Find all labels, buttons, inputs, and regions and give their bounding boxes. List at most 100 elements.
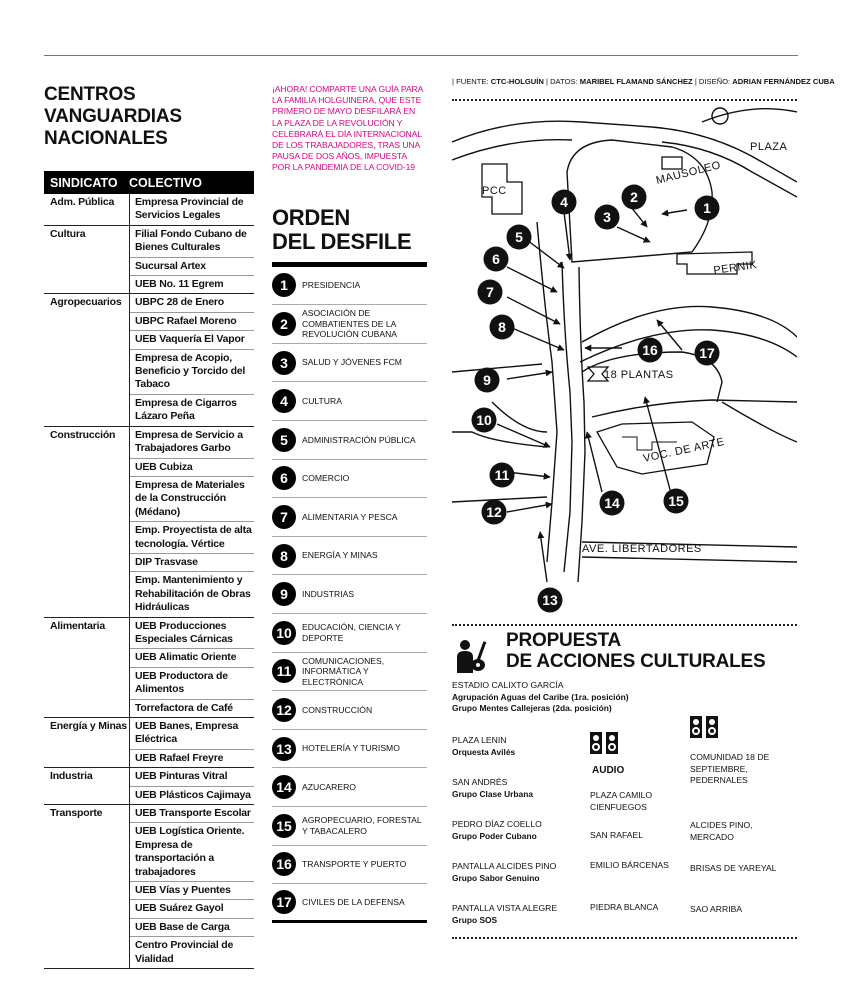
sindicato-cell: Construcción bbox=[50, 428, 116, 441]
orden-label: COMERCIO bbox=[302, 473, 350, 484]
venue-group: Orquesta Avilés bbox=[452, 746, 516, 757]
route-marker bbox=[474, 367, 500, 393]
venue-place: PLAZA LENIN bbox=[452, 735, 507, 745]
orden-label: HOTELERÍA Y TURISMO bbox=[302, 743, 400, 754]
orden-label: ENERGÍA Y MINAS bbox=[302, 550, 378, 561]
route-marker-number: 3 bbox=[603, 209, 611, 225]
orden-number-badge: 17 bbox=[272, 889, 296, 914]
sindicato-cell: Industria bbox=[50, 770, 93, 783]
propuesta-title: PROPUESTA DE ACCIONES CULTURALES bbox=[506, 630, 766, 672]
map-label-mausoleo: MAUSOLEO bbox=[655, 159, 722, 187]
route-marker bbox=[489, 314, 515, 340]
colectivo-cell: Emp. Mantenimiento y Rehabilitación de O… bbox=[130, 571, 254, 616]
orden-number-badge: 2 bbox=[272, 312, 296, 337]
route-marker bbox=[694, 195, 720, 221]
venue-place: SAN RAFAEL bbox=[590, 830, 644, 840]
orden-number-badge: 5 bbox=[272, 427, 296, 452]
colectivo-cell: UEB Cubiza bbox=[130, 457, 254, 476]
route-marker-number: 7 bbox=[486, 284, 494, 300]
orden-item: 8 ENERGÍA Y MINAS bbox=[272, 537, 427, 576]
route-marker bbox=[481, 499, 507, 525]
venue-estadio: ESTADIO CALIXTO GARCÍA Agrupación Aguas … bbox=[452, 680, 629, 713]
orden-number-badge: 16 bbox=[272, 852, 296, 877]
route-marker-number: 10 bbox=[476, 412, 492, 428]
header-sindicato: SINDICATO bbox=[50, 175, 118, 190]
venue-group: Grupo SOS bbox=[452, 914, 498, 925]
orden-number-badge: 11 bbox=[272, 659, 296, 684]
plantas-building bbox=[586, 366, 610, 382]
venue-place: ALCIDES PINO, MERCADO bbox=[690, 820, 753, 842]
orden-label: CULTURA bbox=[302, 395, 342, 406]
colectivo-cell: Empresa Provincial de Servicios Legales bbox=[135, 196, 244, 222]
pernik-building bbox=[676, 251, 753, 275]
colectivo-cell: Filial Fondo Cubano de Bienes Culturales bbox=[135, 227, 247, 254]
colectivo-cells: Empresa Provincial de Servicios Legales bbox=[129, 194, 254, 225]
colectivo-cell: UEB No. 11 Egrem bbox=[130, 275, 254, 293]
orden-label: PRESIDENCIA bbox=[302, 280, 361, 291]
venue-group: Grupo Sabor Genuino bbox=[452, 872, 540, 883]
orden-number-badge: 14 bbox=[272, 775, 296, 800]
orden-label: AGROPECUARIO, FORESTAL Y TABACALERO bbox=[302, 815, 422, 836]
credits-line: | FUENTE: CTC-HOLGUÍN | DATOS: MARIBEL F… bbox=[452, 77, 835, 86]
orden-label: AZUCARERO bbox=[302, 781, 356, 792]
route-marker bbox=[506, 224, 532, 250]
voc-arte-building bbox=[596, 421, 715, 475]
orden-number-badge: 8 bbox=[272, 543, 296, 568]
route-marker bbox=[489, 462, 515, 488]
speaker-icon-2 bbox=[690, 716, 718, 738]
musician-icon bbox=[457, 640, 487, 673]
map-label-ave-libertadores: AVE. LIBERTADORES bbox=[582, 543, 702, 555]
route-marker bbox=[599, 490, 625, 516]
orden-section: ¡AHORA! COMPARTE UNA GUÍA PARA LA FAMILI… bbox=[272, 84, 427, 923]
table-header: SINDICATO COLECTIVO bbox=[44, 171, 254, 194]
venue-group: Grupo Clase Urbana bbox=[452, 788, 533, 799]
venue-place: EMILIO BÁRCENAS bbox=[590, 860, 669, 870]
venue-place: PLAZA CAMILO CIENFUEGOS bbox=[590, 790, 653, 812]
mausoleo-building bbox=[661, 156, 683, 170]
route-marker bbox=[663, 488, 689, 514]
route-marker-number: 5 bbox=[515, 229, 523, 245]
pcc-building bbox=[481, 163, 523, 215]
colectivo-cell: Torrefactora de Café bbox=[130, 698, 254, 717]
sindicato-cell: Transporte bbox=[50, 807, 103, 820]
route-marker-number: 17 bbox=[699, 345, 715, 361]
route-marker bbox=[477, 279, 503, 305]
dotted-divider-bottom bbox=[452, 937, 797, 939]
colectivo-cell: UEB Vaquería El Vapor bbox=[130, 330, 254, 348]
colectivo-cell: Empresa de Servicio a Trabajadores Garbo bbox=[135, 428, 243, 455]
colectivo-cell: UEB Base de Carga bbox=[130, 917, 254, 936]
sindicato-cell: Energía y Minas bbox=[50, 720, 127, 732]
orden-number-badge: 9 bbox=[272, 582, 296, 607]
colectivo-cell: UEB Suárez Gayol bbox=[130, 899, 254, 917]
route-map: PLAZA MAUSOLEO PCC PERNIK 18 PLANTAS VOC… bbox=[452, 102, 797, 617]
route-marker-number: 15 bbox=[668, 493, 684, 509]
route-map-svg: PLAZA MAUSOLEO PCC PERNIK 18 PLANTAS VOC… bbox=[452, 107, 797, 613]
orden-item: 9 INDUSTRIAS bbox=[272, 575, 427, 614]
colectivo-cell: Empresa de Materiales de la Construcción… bbox=[130, 475, 254, 521]
orden-label: INDUSTRIAS bbox=[302, 588, 355, 599]
sindicato-cell: Adm. Pública bbox=[50, 196, 115, 208]
colectivo-cell: UBPC 28 de Enero bbox=[135, 296, 224, 309]
map-label-pcc: PCC bbox=[482, 185, 507, 197]
orden-number-badge: 3 bbox=[272, 350, 296, 375]
colectivo-cell: UBPC Rafael Moreno bbox=[130, 311, 254, 330]
colectivo-cell: UEB Vías y Puentes bbox=[130, 881, 254, 899]
